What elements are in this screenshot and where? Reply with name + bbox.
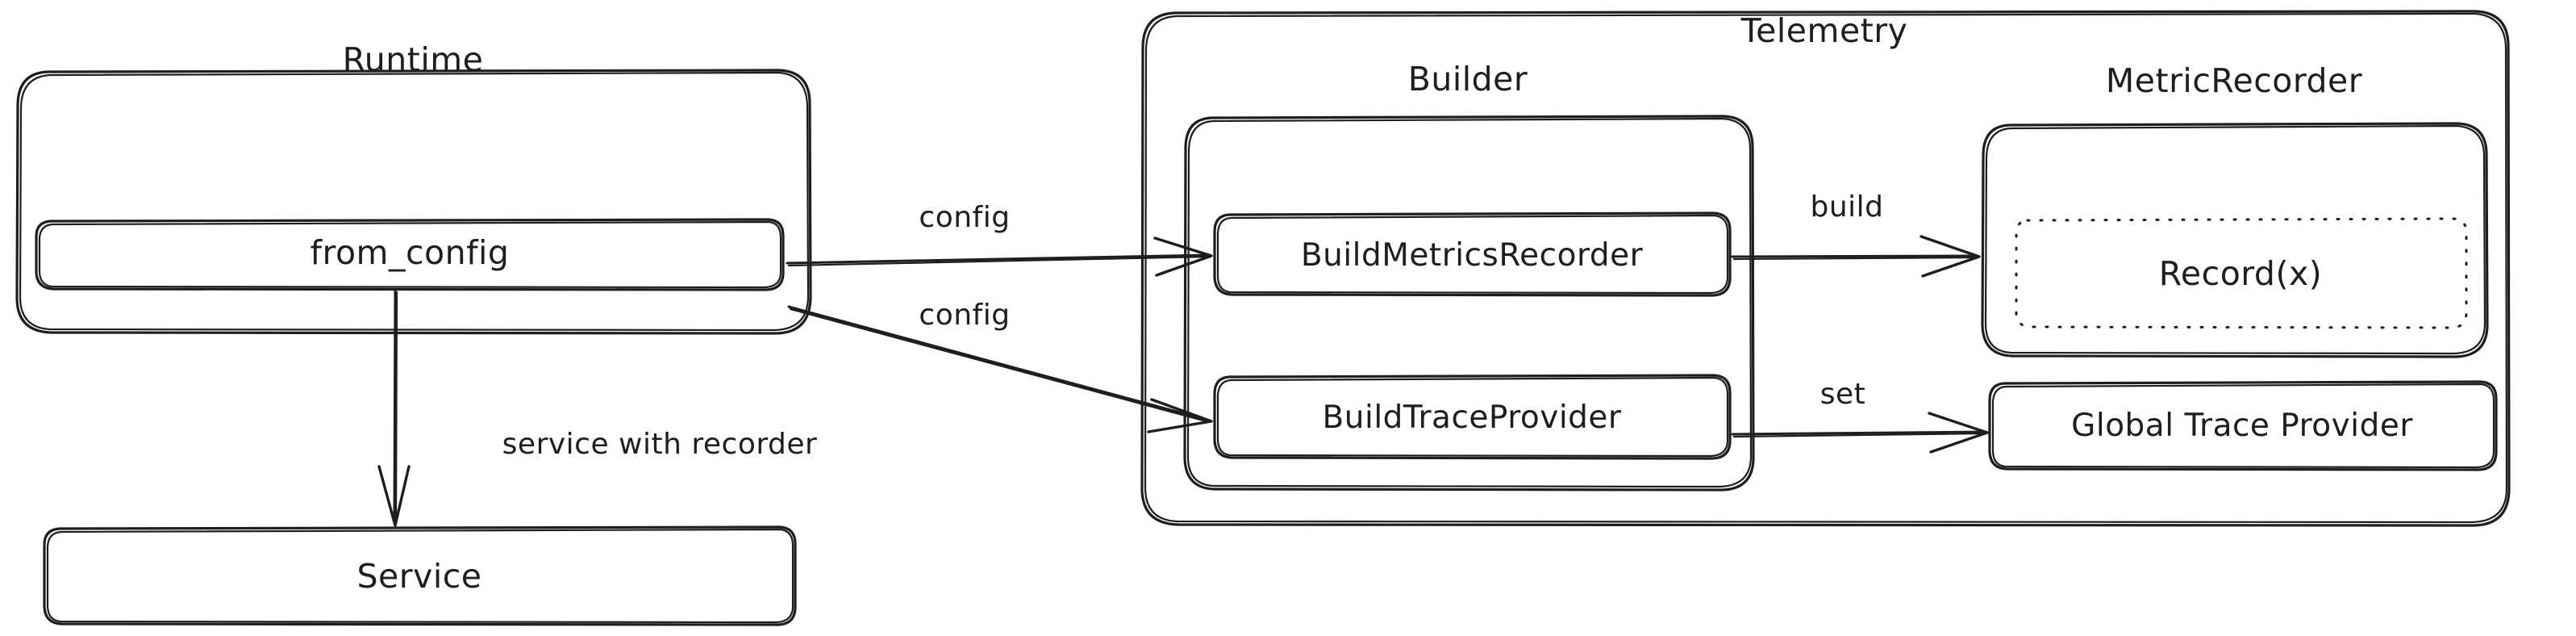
group-runtime-shape[interactable] xyxy=(15,69,812,335)
node-build-trace-provider-shape[interactable] xyxy=(1213,374,1732,460)
edge-set-shape[interactable] xyxy=(1731,412,1989,454)
edge-build-shape[interactable] xyxy=(1731,235,1981,278)
node-global-trace-provider-shape[interactable] xyxy=(1988,380,2498,471)
group-metric-recorder-shape[interactable] xyxy=(1981,122,2489,358)
node-from-config-shape[interactable] xyxy=(35,218,785,291)
group-builder-shape[interactable] xyxy=(1183,115,1755,492)
edge-config-metrics-shape[interactable] xyxy=(786,236,1213,277)
group-telemetry-shape[interactable] xyxy=(1140,10,2511,527)
edge-service-with-recorder-shape[interactable] xyxy=(377,289,411,527)
edge-config-trace-shape[interactable] xyxy=(787,305,1213,433)
node-build-metrics-recorder-shape[interactable] xyxy=(1213,211,1732,297)
node-record-x-shape[interactable] xyxy=(2015,217,2468,329)
node-service-shape[interactable] xyxy=(43,525,797,626)
